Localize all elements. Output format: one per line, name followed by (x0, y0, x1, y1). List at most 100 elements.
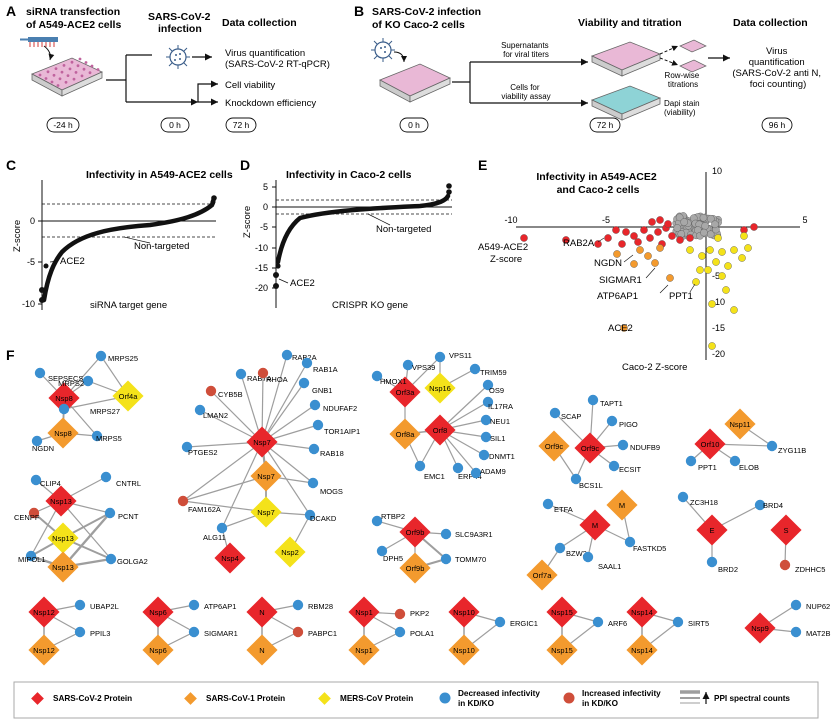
prey-protein-label: SIGMAR1 (204, 629, 238, 638)
panel-label-b: B (354, 3, 364, 19)
panel-d-ytick-2: -5 (260, 222, 268, 232)
scatter-point (750, 223, 758, 231)
scatter-point (668, 232, 676, 240)
prey-protein-node (25, 550, 37, 562)
panel-d-title: Infectivity in Caco-2 cells (286, 169, 412, 181)
scatter-point (730, 306, 738, 314)
scatter-point (730, 246, 738, 254)
timepoint-a2: 0 h (160, 117, 190, 133)
prey-protein-label: SIRT5 (688, 619, 709, 628)
bait-protein-label: Nsp8 (55, 394, 73, 403)
prey-protein-node (31, 435, 43, 447)
prey-protein-node (371, 515, 383, 527)
bait-protein-label: Nsp9 (751, 624, 769, 633)
prey-protein-label: ZYG11B (778, 446, 806, 455)
scatter-point (706, 230, 715, 239)
bait-protein-label: Nsp12 (33, 646, 55, 655)
panel-e-title: Infectivity in A549-ACE2 and Caco-2 cell… (536, 171, 659, 196)
panel-d-curve (275, 193, 451, 265)
prey-protein-node (105, 553, 117, 565)
panel-a-data-collection: Data collection (222, 17, 297, 29)
scatter-point (740, 232, 748, 240)
bait-protein-label: N (259, 646, 264, 655)
scatter-point (686, 246, 694, 254)
bait-protein-node (250, 460, 282, 492)
virus-icon (166, 45, 190, 69)
prey-protein-label: OS9 (489, 386, 504, 395)
panel-label-c: C (6, 157, 16, 173)
panel-b-title: SARS-CoV-2 infection of KO Caco-2 cells (372, 6, 484, 31)
prey-protein-label: ATP6AP1 (204, 602, 236, 611)
prey-protein-label: IL17RA (488, 402, 513, 411)
prey-protein-node (790, 599, 802, 611)
scatter-point (744, 244, 752, 252)
ppi-edge (60, 500, 112, 560)
prey-protein-node (74, 626, 86, 638)
prey-protein-label: GOLGA2 (117, 557, 148, 566)
label-atp6ap1: ATP6AP1 (597, 291, 638, 302)
panel-e-ytick-0: 10 (712, 166, 722, 176)
scatter-point (686, 234, 694, 242)
bait-protein-label: Nsp12 (33, 608, 55, 617)
prey-protein-label: ERGIC1 (510, 619, 538, 628)
bait-protein-label: Nsp15 (551, 646, 573, 655)
prey-protein-node (177, 495, 189, 507)
bait-protein-label: Nsp1 (355, 608, 373, 617)
scatter-point (680, 218, 688, 226)
prey-protein-node (91, 430, 103, 442)
virus-icon (371, 38, 395, 62)
bait-protein-node (694, 428, 726, 460)
prey-protein-label: SLC9A3R1 (455, 530, 493, 539)
panel-a-outcome-viability: Cell viability (225, 80, 275, 91)
scatter-point (700, 228, 708, 237)
prey-protein-label: TAPT1 (600, 399, 623, 408)
well-plate-icon (379, 63, 451, 103)
bait-protein-label: E (709, 526, 714, 535)
prey-protein-node (624, 536, 636, 548)
bait-protein-node (250, 496, 282, 528)
prey-protein-node (307, 477, 319, 489)
legend-mers: MERS-CoV Protein (318, 692, 413, 705)
panel-e-ytick-2: -10 (712, 297, 725, 307)
prey-protein-node (779, 559, 791, 571)
bait-protein-label: S (783, 526, 788, 535)
prey-protein-label: RHOA (266, 375, 288, 384)
well-plate-icon (31, 57, 103, 97)
bait-protein-node (348, 634, 380, 666)
prey-protein-label: RAB2A (292, 353, 317, 362)
panel-b-supernatants: Supernatants for viral titers (501, 41, 551, 59)
bait-protein-node (538, 430, 570, 462)
bait-protein-label: Nsp6 (149, 608, 167, 617)
svg-text:96 h: 96 h (769, 120, 786, 130)
svg-text:SARS-CoV-1 Protein: SARS-CoV-1 Protein (206, 694, 285, 703)
bait-protein-node (424, 372, 456, 404)
prey-protein-node (394, 608, 406, 620)
timepoint-b2: 72 h (589, 117, 621, 133)
prey-protein-label: CYB5B (218, 390, 243, 399)
prey-protein-label: LMAN2 (203, 411, 228, 420)
scatter-point (718, 272, 726, 280)
prey-protein-node (292, 626, 304, 638)
bait-protein-label: M (592, 521, 598, 530)
prey-protein-node (672, 616, 684, 628)
panel-d-ytick-5: -20 (255, 283, 268, 293)
prey-protein-label: BRD2 (718, 565, 738, 574)
prey-protein-node (706, 556, 718, 568)
panel-c-ace2-label: ACE2 (60, 256, 85, 267)
scatter-point (673, 224, 682, 232)
scatter-point (706, 214, 715, 223)
svg-text:72 h: 72 h (233, 120, 250, 130)
prey-protein-node (100, 471, 112, 483)
bait-protein-label: Nsp14 (631, 646, 653, 655)
prey-protein-label: PKP2 (410, 609, 429, 618)
scatter-point (604, 234, 612, 242)
prey-protein-node (394, 626, 406, 638)
prey-protein-label: MIPOL1 (18, 555, 46, 564)
prey-protein-label: DPH5 (383, 554, 403, 563)
prey-protein-label: RAB18 (320, 449, 344, 458)
panel-b-rowwise: Row-wise titrations (665, 71, 702, 89)
prey-protein-node (308, 443, 320, 455)
prey-protein-label: EMC1 (424, 472, 445, 481)
scatter-point (666, 274, 674, 282)
